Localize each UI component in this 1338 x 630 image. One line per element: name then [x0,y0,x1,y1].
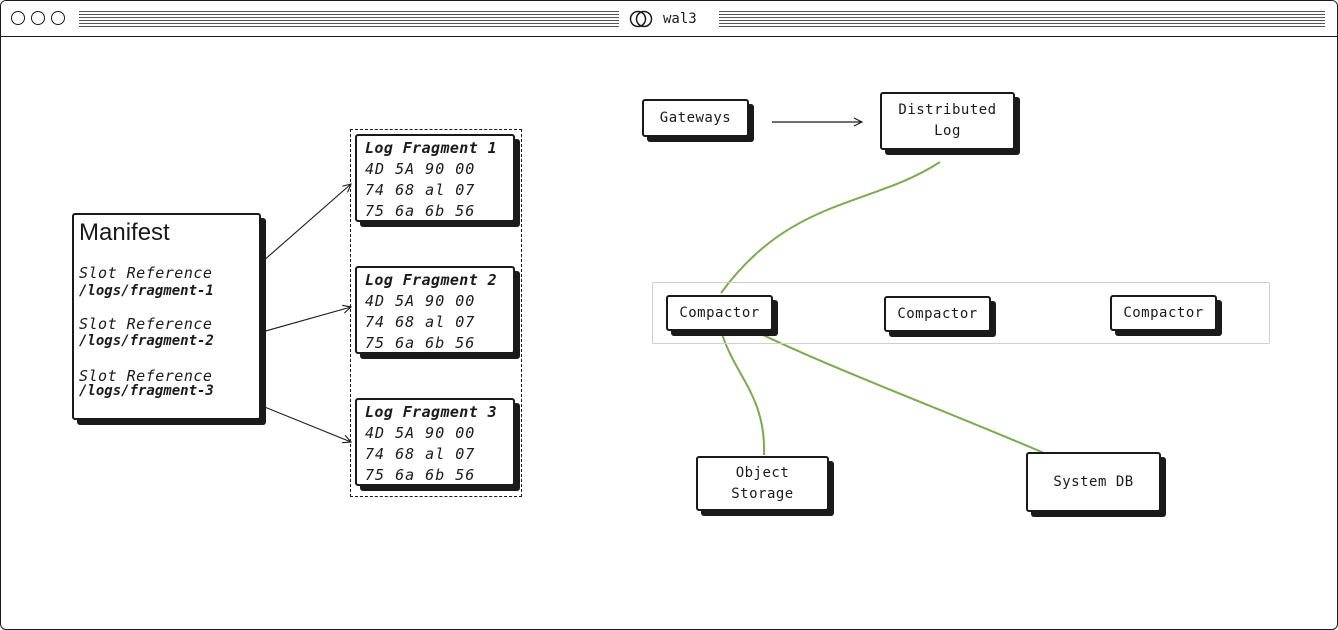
title-bar-stripes-right [719,11,1325,27]
edge-log-to-compactor [720,161,941,294]
window-minimize-button[interactable] [31,11,45,25]
manifest-box[interactable]: Manifest Slot Reference /logs/fragment-1… [72,213,261,420]
log-fragments-group [350,129,522,497]
distributed-log-label: Distributed [898,102,997,118]
edge-compactor-to-system-db [760,333,1045,454]
slot-reference-path: /logs/fragment-2 [79,333,214,349]
window-maximize-button[interactable] [51,11,65,25]
distributed-log-node[interactable]: Distributed Log [880,92,1015,150]
compactor-group [652,282,1270,344]
window-title: wal3 [663,11,697,27]
title-bar: wal3 [1,1,1337,37]
gateways-node[interactable]: Gateways [642,99,749,137]
logo-interlocked-circles-icon [629,10,653,28]
log-fragment-bytes: 74 68 al 07 [365,313,476,331]
edge-compactor-to-object-storage [721,333,766,456]
distributed-log-label: Log [934,123,961,139]
window-title-group: wal3 [629,8,697,30]
compactor-label: Compactor [1123,304,1204,321]
log-fragment-bytes: 4D 5A 90 00 [365,424,476,442]
log-fragment-bytes: 74 68 al 07 [365,445,476,463]
slot-reference-label: Slot Reference [79,367,213,385]
compactor-label: Compactor [679,304,760,321]
log-fragment-bytes: 75 6a 6b 56 [365,334,476,352]
diagram-edges [229,37,1045,456]
system-db-node[interactable]: System DB [1026,452,1161,512]
log-fragment-bytes: 4D 5A 90 00 [365,292,476,310]
log-fragment-title: Log Fragment 1 [365,139,498,157]
slot-reference-path: /logs/fragment-1 [79,283,214,299]
log-fragment-title: Log Fragment 2 [365,271,498,289]
title-bar-stripes-left [79,11,619,27]
compactor-label: Compactor [897,305,978,322]
manifest-title: Manifest [79,219,170,246]
diagram-canvas: Manifest Slot Reference /logs/fragment-1… [1,37,1337,629]
slot-reference-path: /logs/fragment-3 [79,383,214,399]
log-fragment-box[interactable]: Log Fragment 3 4D 5A 90 00 74 68 al 07 7… [355,398,515,486]
log-fragment-box[interactable]: Log Fragment 1 4D 5A 90 00 74 68 al 07 7… [355,134,515,222]
compactor-node[interactable]: Compactor [666,295,773,331]
system-db-label: System DB [1053,473,1134,490]
log-fragment-bytes: 75 6a 6b 56 [365,466,476,484]
window-close-button[interactable] [11,11,25,25]
slot-reference-label: Slot Reference [79,264,213,282]
log-fragment-bytes: 4D 5A 90 00 [365,160,476,178]
log-fragment-bytes: 75 6a 6b 56 [365,202,476,220]
slot-reference-label: Slot Reference [79,315,213,333]
log-fragment-box[interactable]: Log Fragment 2 4D 5A 90 00 74 68 al 07 7… [355,266,515,354]
object-storage-label: Object [735,464,790,481]
compactor-node[interactable]: Compactor [884,296,991,332]
log-fragment-bytes: 74 68 al 07 [365,181,476,199]
log-fragment-title: Log Fragment 3 [365,403,498,421]
object-storage-label: Storage [731,485,794,502]
compactor-node[interactable]: Compactor [1110,295,1217,331]
object-storage-node[interactable]: Object Storage [696,456,829,511]
gateways-label: Gateways [659,109,732,126]
